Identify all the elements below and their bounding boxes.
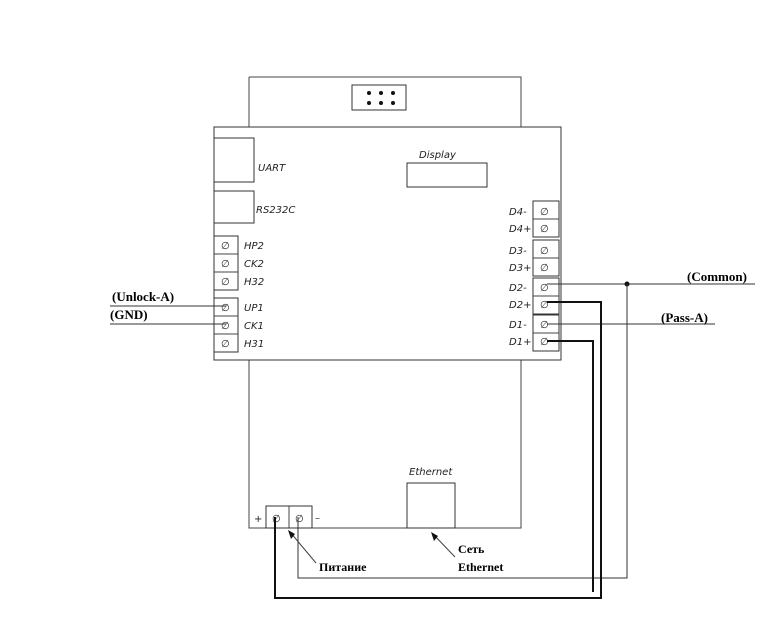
- terminal-label-d3minus: D3-: [509, 246, 527, 257]
- left-terminal-labels: ∅ HP2 ∅ CK2 ∅ H32 ∅ UP1 ∅ CK1 ∅ H31: [221, 241, 264, 350]
- ethernet-port: [406, 482, 456, 529]
- terminal-symbol: ∅: [540, 337, 549, 348]
- header-pins: [367, 91, 395, 105]
- terminal-label-hp2: HP2: [244, 241, 264, 252]
- display-label: Display: [419, 150, 457, 161]
- terminal-symbol: ∅: [221, 339, 230, 350]
- terminal-symbol: ∅: [540, 263, 549, 274]
- terminal-label-d2minus: D2-: [509, 283, 527, 294]
- terminal-label-d4minus: D4-: [509, 207, 527, 218]
- terminal-label-ck1: CK1: [244, 321, 264, 332]
- plus-label: +: [254, 514, 262, 525]
- rs232-label: RS232C: [256, 205, 295, 216]
- terminal-label-ck2: CK2: [244, 259, 264, 270]
- terminal-symbol: ∅: [540, 246, 549, 257]
- enclosure-outline: [248, 76, 522, 529]
- minus-label: –: [315, 513, 320, 524]
- uart-label: UART: [258, 163, 286, 174]
- terminal-symbol: ∅: [540, 207, 549, 218]
- terminal-symbol: ∅: [540, 283, 549, 294]
- terminal-label-d2plus: D2+: [509, 300, 531, 311]
- terminal-label-d4plus: D4+: [509, 224, 531, 235]
- left-terminal-block-bottom: [213, 297, 239, 353]
- terminal-symbol: ∅: [221, 277, 230, 288]
- label-power: Питание: [319, 560, 367, 574]
- display-window: [406, 162, 488, 188]
- terminal-label-h32: H32: [244, 277, 264, 288]
- terminal-label-d1plus: D1+: [509, 337, 531, 348]
- terminal-symbol: ∅: [221, 259, 230, 270]
- wire-d2plus: [274, 301, 602, 599]
- terminal-symbol: ∅: [540, 320, 549, 331]
- uart-port: [213, 137, 255, 183]
- terminal-symbol: ∅: [540, 224, 549, 235]
- left-terminal-block-top: [213, 235, 239, 291]
- terminal-symbol: ∅: [540, 300, 549, 311]
- label-network-en: Ethernet: [458, 560, 503, 574]
- terminal-symbol: ∅: [221, 303, 230, 314]
- label-gnd: (GND): [110, 307, 148, 322]
- power-terminal-plus: ∅: [272, 514, 281, 525]
- main-board: [213, 126, 562, 361]
- terminal-symbol: ∅: [221, 241, 230, 252]
- terminal-label-d1minus: D1-: [509, 320, 527, 331]
- arrow-network: [431, 532, 456, 558]
- terminal-label-d3plus: D3+: [509, 263, 531, 274]
- arrow-power: [288, 530, 317, 564]
- terminal-label-up1: UP1: [244, 303, 264, 314]
- power-terminal-minus: ∅: [295, 514, 304, 525]
- ethernet-port-label: Ethernet: [409, 467, 453, 478]
- rs232-port: [213, 190, 255, 224]
- label-common: (Common): [687, 269, 747, 284]
- terminal-label-h31: H31: [244, 339, 264, 350]
- label-network-ru: Сеть: [458, 542, 485, 556]
- label-unlock: (Unlock-A): [112, 289, 174, 304]
- wire-common-return: [297, 284, 628, 579]
- wire-d1plus: [547, 340, 594, 592]
- label-pass: (Pass-A): [661, 310, 708, 325]
- header-connector: [351, 84, 407, 111]
- terminal-symbol: ∅: [221, 321, 230, 332]
- right-terminal-labels: D4- ∅ D4+ ∅ D3- ∅ D3+ ∅ D2- ∅ D2+ ∅ D1- ∅ D1+ ∅: [509, 207, 549, 348]
